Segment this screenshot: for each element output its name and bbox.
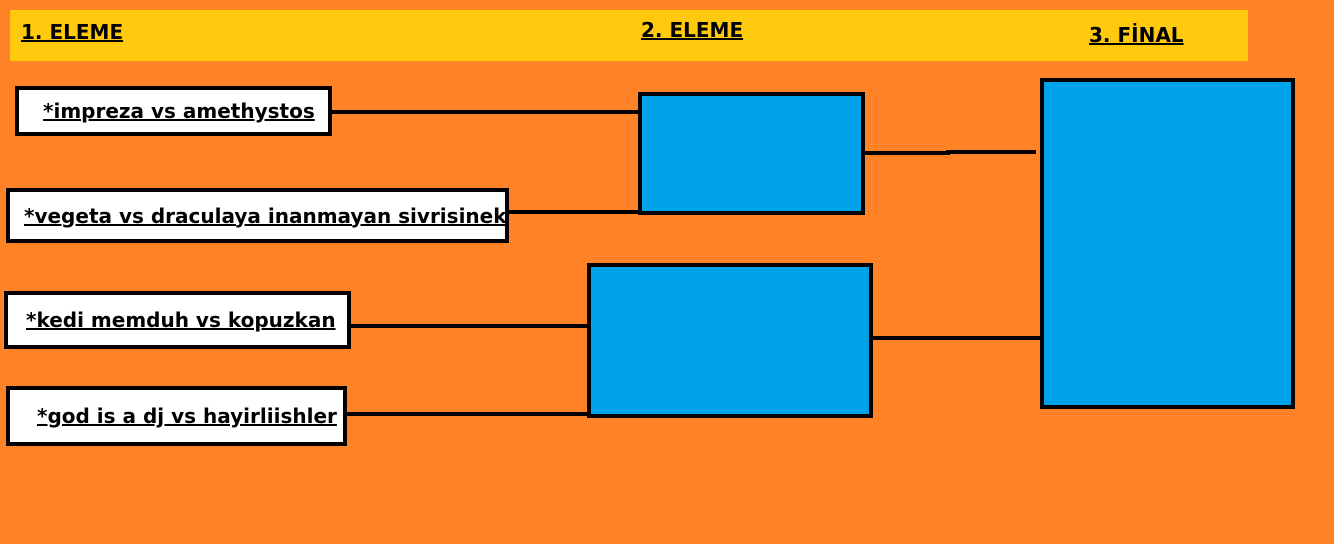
round-title-final: 3. FİNAL	[1089, 23, 1184, 47]
match-label: *impreza vs amethystos	[43, 99, 315, 123]
match-box-3: *kedi memduh vs kopuzkan	[4, 291, 351, 349]
match-label: *god is a dj vs hayirliishler	[37, 404, 337, 428]
round-title-second: 2. ELEME	[641, 18, 744, 42]
round-title-first: 1. ELEME	[21, 20, 124, 44]
second-round-slot-top	[638, 92, 865, 215]
second-round-slot-bottom	[587, 263, 873, 418]
final-slot	[1040, 78, 1295, 409]
match-box-1: *impreza vs amethystos	[15, 86, 332, 136]
match-box-4: *god is a dj vs hayirliishler	[6, 386, 347, 446]
match-box-2: *vegeta vs draculaya inanmayan sivrisine…	[6, 188, 509, 243]
round-header-banner	[10, 10, 1248, 61]
match-label: *vegeta vs draculaya inanmayan sivrisine…	[24, 203, 507, 228]
match-label: *kedi memduh vs kopuzkan	[26, 308, 336, 332]
connector-semifinal-1	[862, 150, 1036, 155]
